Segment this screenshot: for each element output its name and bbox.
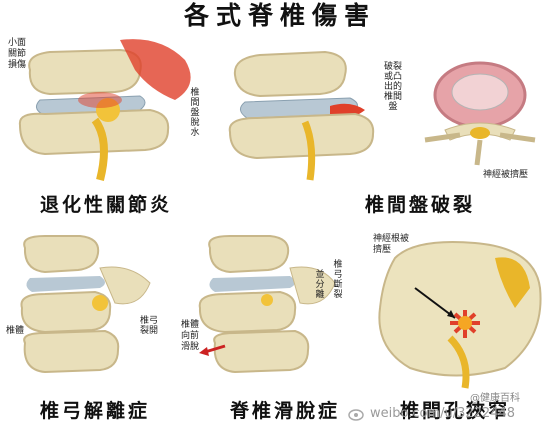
label-disc-dehydration: 椎間盤脫水 [190, 88, 200, 138]
spine-illustration-spondylolysis [20, 235, 151, 374]
label-arch-split: 椎弓裂開 [139, 316, 158, 336]
panel-foraminal-stenosis: 神經根被擠壓 椎間孔狹窄 [355, 228, 560, 427]
label-nerve-root-compressed: 神經根被擠壓 [373, 234, 410, 255]
caption-foraminal-stenosis: 椎間孔狹窄 [400, 400, 511, 422]
caption-degenerative-arthritis: 退化性關節炎 [40, 194, 173, 216]
panel-disc-rupture: 破裂或凸出的椎間盤 神經被擠壓 椎間盤破裂 [215, 30, 560, 225]
label-vertebral-body: 椎體 [6, 326, 25, 336]
label-and-separated: 並分離 [315, 270, 325, 300]
watermark-handle: @健康百科 [470, 393, 520, 404]
panel-spondylolisthesis: 椎體向前滑脫 椎弓斷裂 並分離 脊椎滑脫症 [181, 228, 355, 427]
watermark-url: weibo.com/u/3222448 [370, 406, 516, 421]
spine-illustration-arthritis [18, 39, 191, 181]
spine-illustration-spondylolisthesis [198, 235, 336, 374]
spine-illustration-disc-rupture [228, 50, 536, 181]
label-facet-joint-damage: 小面關節損傷 [8, 38, 27, 70]
panel-degenerative-arthritis: 小面關節損傷 椎間盤脫水 退化性關節炎 [0, 30, 215, 225]
spine-illustration-foraminal-stenosis [378, 241, 542, 389]
caption-spondylolisthesis: 脊椎滑脫症 [230, 400, 341, 422]
weibo-logo-icon [348, 409, 364, 421]
label-body-slipped-forward: 椎體向前滑脫 [181, 320, 200, 352]
caption-spondylolysis: 椎弓解離症 [40, 400, 151, 422]
label-nerve-compressed: 神經被擠壓 [483, 170, 529, 180]
label-ruptured-disc: 破裂或凸出的椎間盤 [383, 62, 402, 112]
label-arch-fracture: 椎弓斷裂 [333, 260, 343, 300]
panel-spondylolysis: 椎體 椎弓裂開 椎弓解離症 [0, 228, 195, 427]
page-title: 各式脊椎傷害 [183, 1, 376, 30]
caption-disc-rupture: 椎間盤破裂 [365, 194, 476, 216]
